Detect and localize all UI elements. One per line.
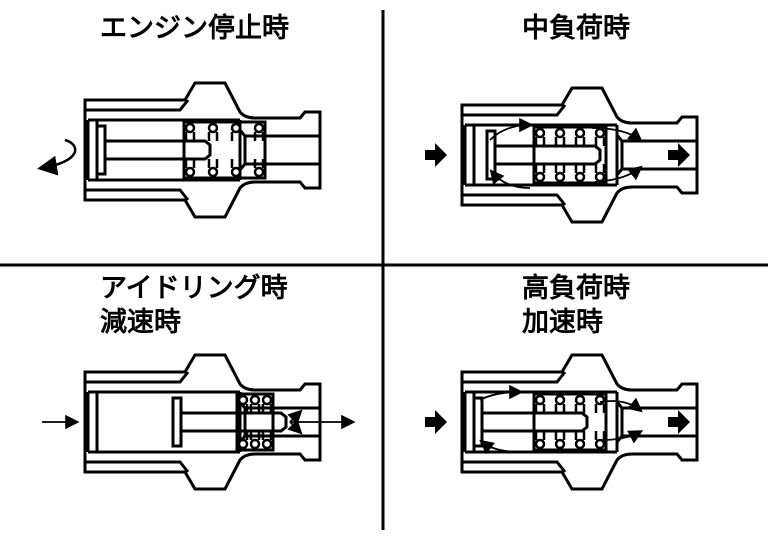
spring-coil (534, 394, 546, 406)
flow-arrow-icon (601, 430, 644, 444)
panel-title-idling: アイドリング時 (100, 273, 288, 304)
spring-wire (574, 404, 586, 440)
spring-wire (554, 404, 566, 440)
spring-coil (249, 438, 261, 450)
spring-pack (182, 120, 267, 180)
panel-subtitle-acceleration: 加速時 (522, 307, 603, 338)
spring-wire (594, 404, 606, 440)
housing-inner-wall (462, 104, 567, 206)
inflow-arrow-icon (425, 410, 447, 434)
spring-coil (554, 127, 566, 139)
panel-title-medium-load: 中負荷時 (522, 13, 630, 44)
spring-coil (574, 127, 586, 139)
outflow-arrow-icon (668, 410, 690, 434)
housing-inner-wall (462, 371, 567, 473)
spool-rod (495, 144, 602, 166)
panel-title-high-load: 高負荷時 (522, 273, 630, 304)
spring-wire (574, 137, 586, 173)
spring-coil (184, 122, 196, 134)
flow-arrow-icon (599, 397, 643, 413)
spring-coil (237, 394, 249, 406)
valve-housing (460, 86, 699, 224)
spring-coil (594, 171, 606, 183)
spring-pack (235, 392, 275, 452)
spring-wire (230, 132, 242, 168)
spring-coil (261, 438, 273, 450)
spring-wire (249, 404, 261, 440)
spring-wire (534, 137, 546, 173)
spring-wire (534, 404, 546, 440)
panel-subtitle-deceleration: 減速時 (100, 307, 181, 338)
valve-medium-load (460, 86, 699, 224)
outflow-arrow-icon (668, 143, 690, 167)
spring-coil (237, 438, 249, 450)
spool-rod (181, 411, 288, 433)
valve-engine-stop (83, 81, 322, 219)
valve-high-load (460, 353, 699, 491)
spring-wire (207, 132, 219, 168)
inflow-arrow-icon (425, 143, 447, 167)
spring-coil (534, 127, 546, 139)
flow-arrow-icon (591, 127, 643, 143)
spring-coil (261, 394, 273, 406)
spring-wire (184, 132, 196, 168)
valve-bore (463, 123, 697, 187)
spring-coil (554, 171, 566, 183)
spring-wire (261, 404, 273, 440)
flow-arrow-icon (594, 165, 643, 183)
spring-coil (594, 438, 606, 450)
flow-arrow-icon (287, 419, 303, 435)
spring-coil (253, 122, 265, 134)
spring-wire (594, 137, 606, 173)
valve-housing (83, 353, 322, 491)
spring-coil (249, 394, 261, 406)
spring-coil (574, 171, 586, 183)
spring-coil (534, 438, 546, 450)
spring-coil (574, 394, 586, 406)
housing-inner-wall (85, 371, 190, 473)
spring-coil (574, 438, 586, 450)
spring-coil (207, 166, 219, 178)
valve-bore (86, 390, 320, 454)
spring-coil (207, 122, 219, 134)
spool-rod (105, 139, 212, 161)
flow-arrow-icon (479, 439, 521, 455)
spring-pack (532, 125, 608, 185)
spring-pack (532, 392, 608, 452)
valve-idling (83, 353, 322, 491)
spring-coil (554, 394, 566, 406)
flow-arrow-icon (287, 409, 303, 425)
flow-arrow-icon (489, 117, 534, 141)
valve-bore (86, 118, 320, 182)
rotation-arrow-icon (37, 138, 77, 176)
spring-wire (253, 132, 265, 168)
spring-coil (534, 171, 546, 183)
spool-rod (482, 411, 589, 433)
spring-coil (594, 127, 606, 139)
spring-coil (594, 394, 606, 406)
spool-plate (472, 396, 484, 448)
housing-inner-wall (85, 99, 190, 201)
valve-housing (460, 353, 699, 491)
spring-wire (237, 404, 249, 440)
spring-coil (230, 122, 242, 134)
spring-coil (253, 166, 265, 178)
flow-arrow-icon (479, 384, 524, 401)
valve-housing (83, 81, 322, 219)
panel-title-engine-stop: エンジン停止時 (100, 13, 289, 44)
spring-coil (230, 166, 242, 178)
spring-coil (184, 166, 196, 178)
spool-plate (171, 396, 183, 448)
spring-wire (554, 137, 566, 173)
spool-plate (95, 124, 107, 176)
spring-coil (554, 438, 566, 450)
flow-arrow-icon (489, 169, 531, 189)
